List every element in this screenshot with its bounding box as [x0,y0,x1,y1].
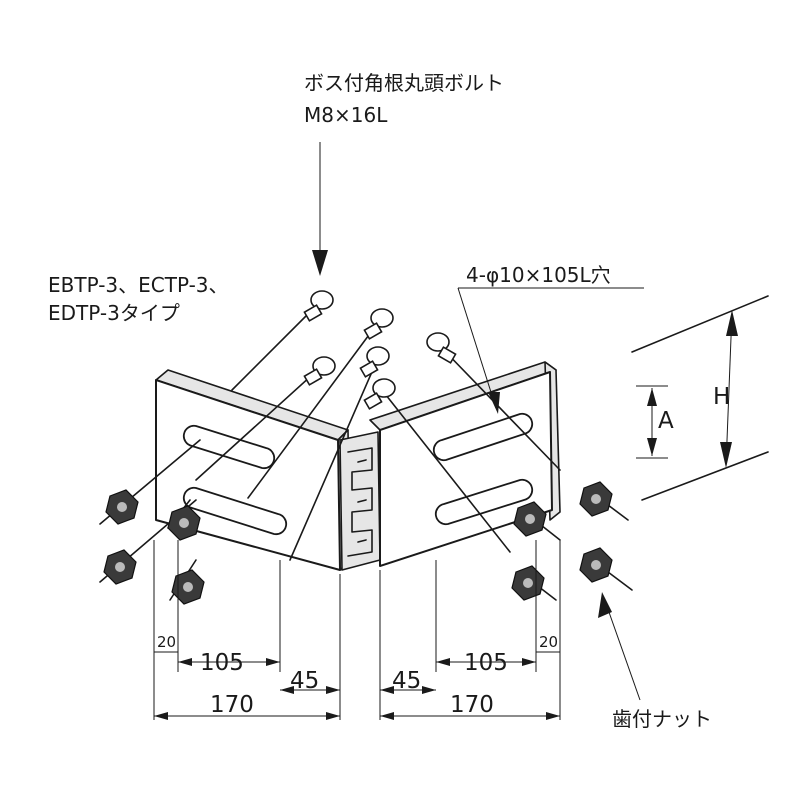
bolt-icon [363,308,394,340]
dim-right-total: 170 [450,692,494,718]
model-line2-label: EDTP-3タイプ [48,301,180,325]
nut-icon [103,549,137,585]
bolt-icon [426,332,457,364]
left-slot-upper [182,424,276,470]
bolt-icon [363,378,396,410]
model-line1-label: EBTP-3、ECTP-3、 [48,273,229,297]
dim-left-total: 170 [210,692,254,718]
left-slot-lower [182,486,288,536]
nut-icon [579,547,613,583]
beam: H A [631,295,769,501]
dimensions-left: 20 105 45 170 [153,540,341,720]
dim-a-label: A [658,408,674,434]
callouts: ボス付角根丸頭ボルト M8×16L EBTP-3、ECTP-3、 EDTP-3タ… [48,71,712,731]
left-plate [155,369,351,571]
dim-right-slot: 105 [464,650,508,676]
nuts [99,439,633,605]
right-slot-lower [434,478,534,526]
bolt-size-label: M8×16L [304,103,388,127]
bolt-icon [303,290,334,322]
dim-h-label: H [713,384,730,410]
nut-name-label: 歯付ナット [612,707,712,731]
hinge [339,431,381,571]
nut-icon [167,505,201,541]
nut-icon [579,481,613,517]
nut-icon [171,569,205,605]
dim-left-offset: 45 [290,668,319,694]
bolts-top [195,290,561,561]
hole-spec-label: 4-φ10×105L穴 [466,263,611,287]
right-slot-upper [432,412,534,462]
bolt-icon [303,356,336,386]
right-plate [369,361,561,567]
dim-left-slot: 105 [200,650,244,676]
nut-icon [513,501,547,537]
nut-icon [511,565,545,601]
dim-right-edge: 20 [539,633,558,651]
bolt-icon [359,346,390,378]
dimensions-right: 45 105 20 170 [379,540,561,720]
bolt-name-label: ボス付角根丸頭ボルト [304,71,504,95]
dim-left-edge: 20 [157,633,176,651]
nut-icon [105,489,139,525]
dim-right-offset: 45 [392,668,421,694]
